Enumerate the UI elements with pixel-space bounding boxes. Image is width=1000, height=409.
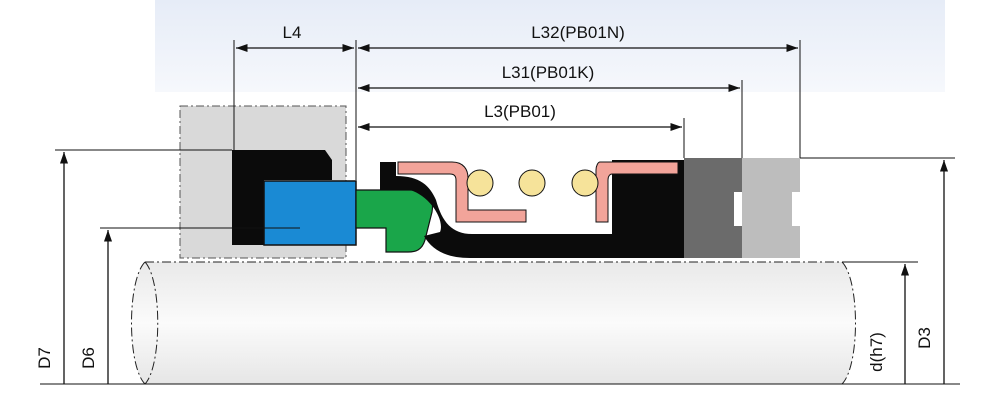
stationary-seat (263, 180, 357, 246)
rotary-elastomer-bellows (380, 160, 684, 258)
dim-l3-label: L3(PB01) (484, 102, 556, 121)
spring-coil-3 (571, 169, 599, 197)
spring-retainer-left (397, 161, 527, 223)
spring-coil-1 (466, 169, 494, 197)
dim-l4-label: L4 (283, 23, 302, 42)
dim-dh7-label: d(h7) (867, 332, 886, 372)
dim-d3-label: D3 (915, 327, 934, 349)
seat-ring-dark (684, 158, 742, 258)
stationary-elastomer-cup (232, 150, 332, 245)
rotary-face (355, 189, 434, 253)
spring-retainer-right (595, 161, 679, 223)
dim-l31-label: L31(PB01K) (502, 63, 595, 82)
spring-coil-2 (518, 169, 546, 197)
dim-d6-label: D6 (79, 347, 98, 369)
shaft (131, 262, 856, 384)
seat-ring-light (742, 158, 800, 258)
dim-l32-label: L32(PB01N) (531, 23, 625, 42)
dim-d7-label: D7 (35, 347, 54, 369)
